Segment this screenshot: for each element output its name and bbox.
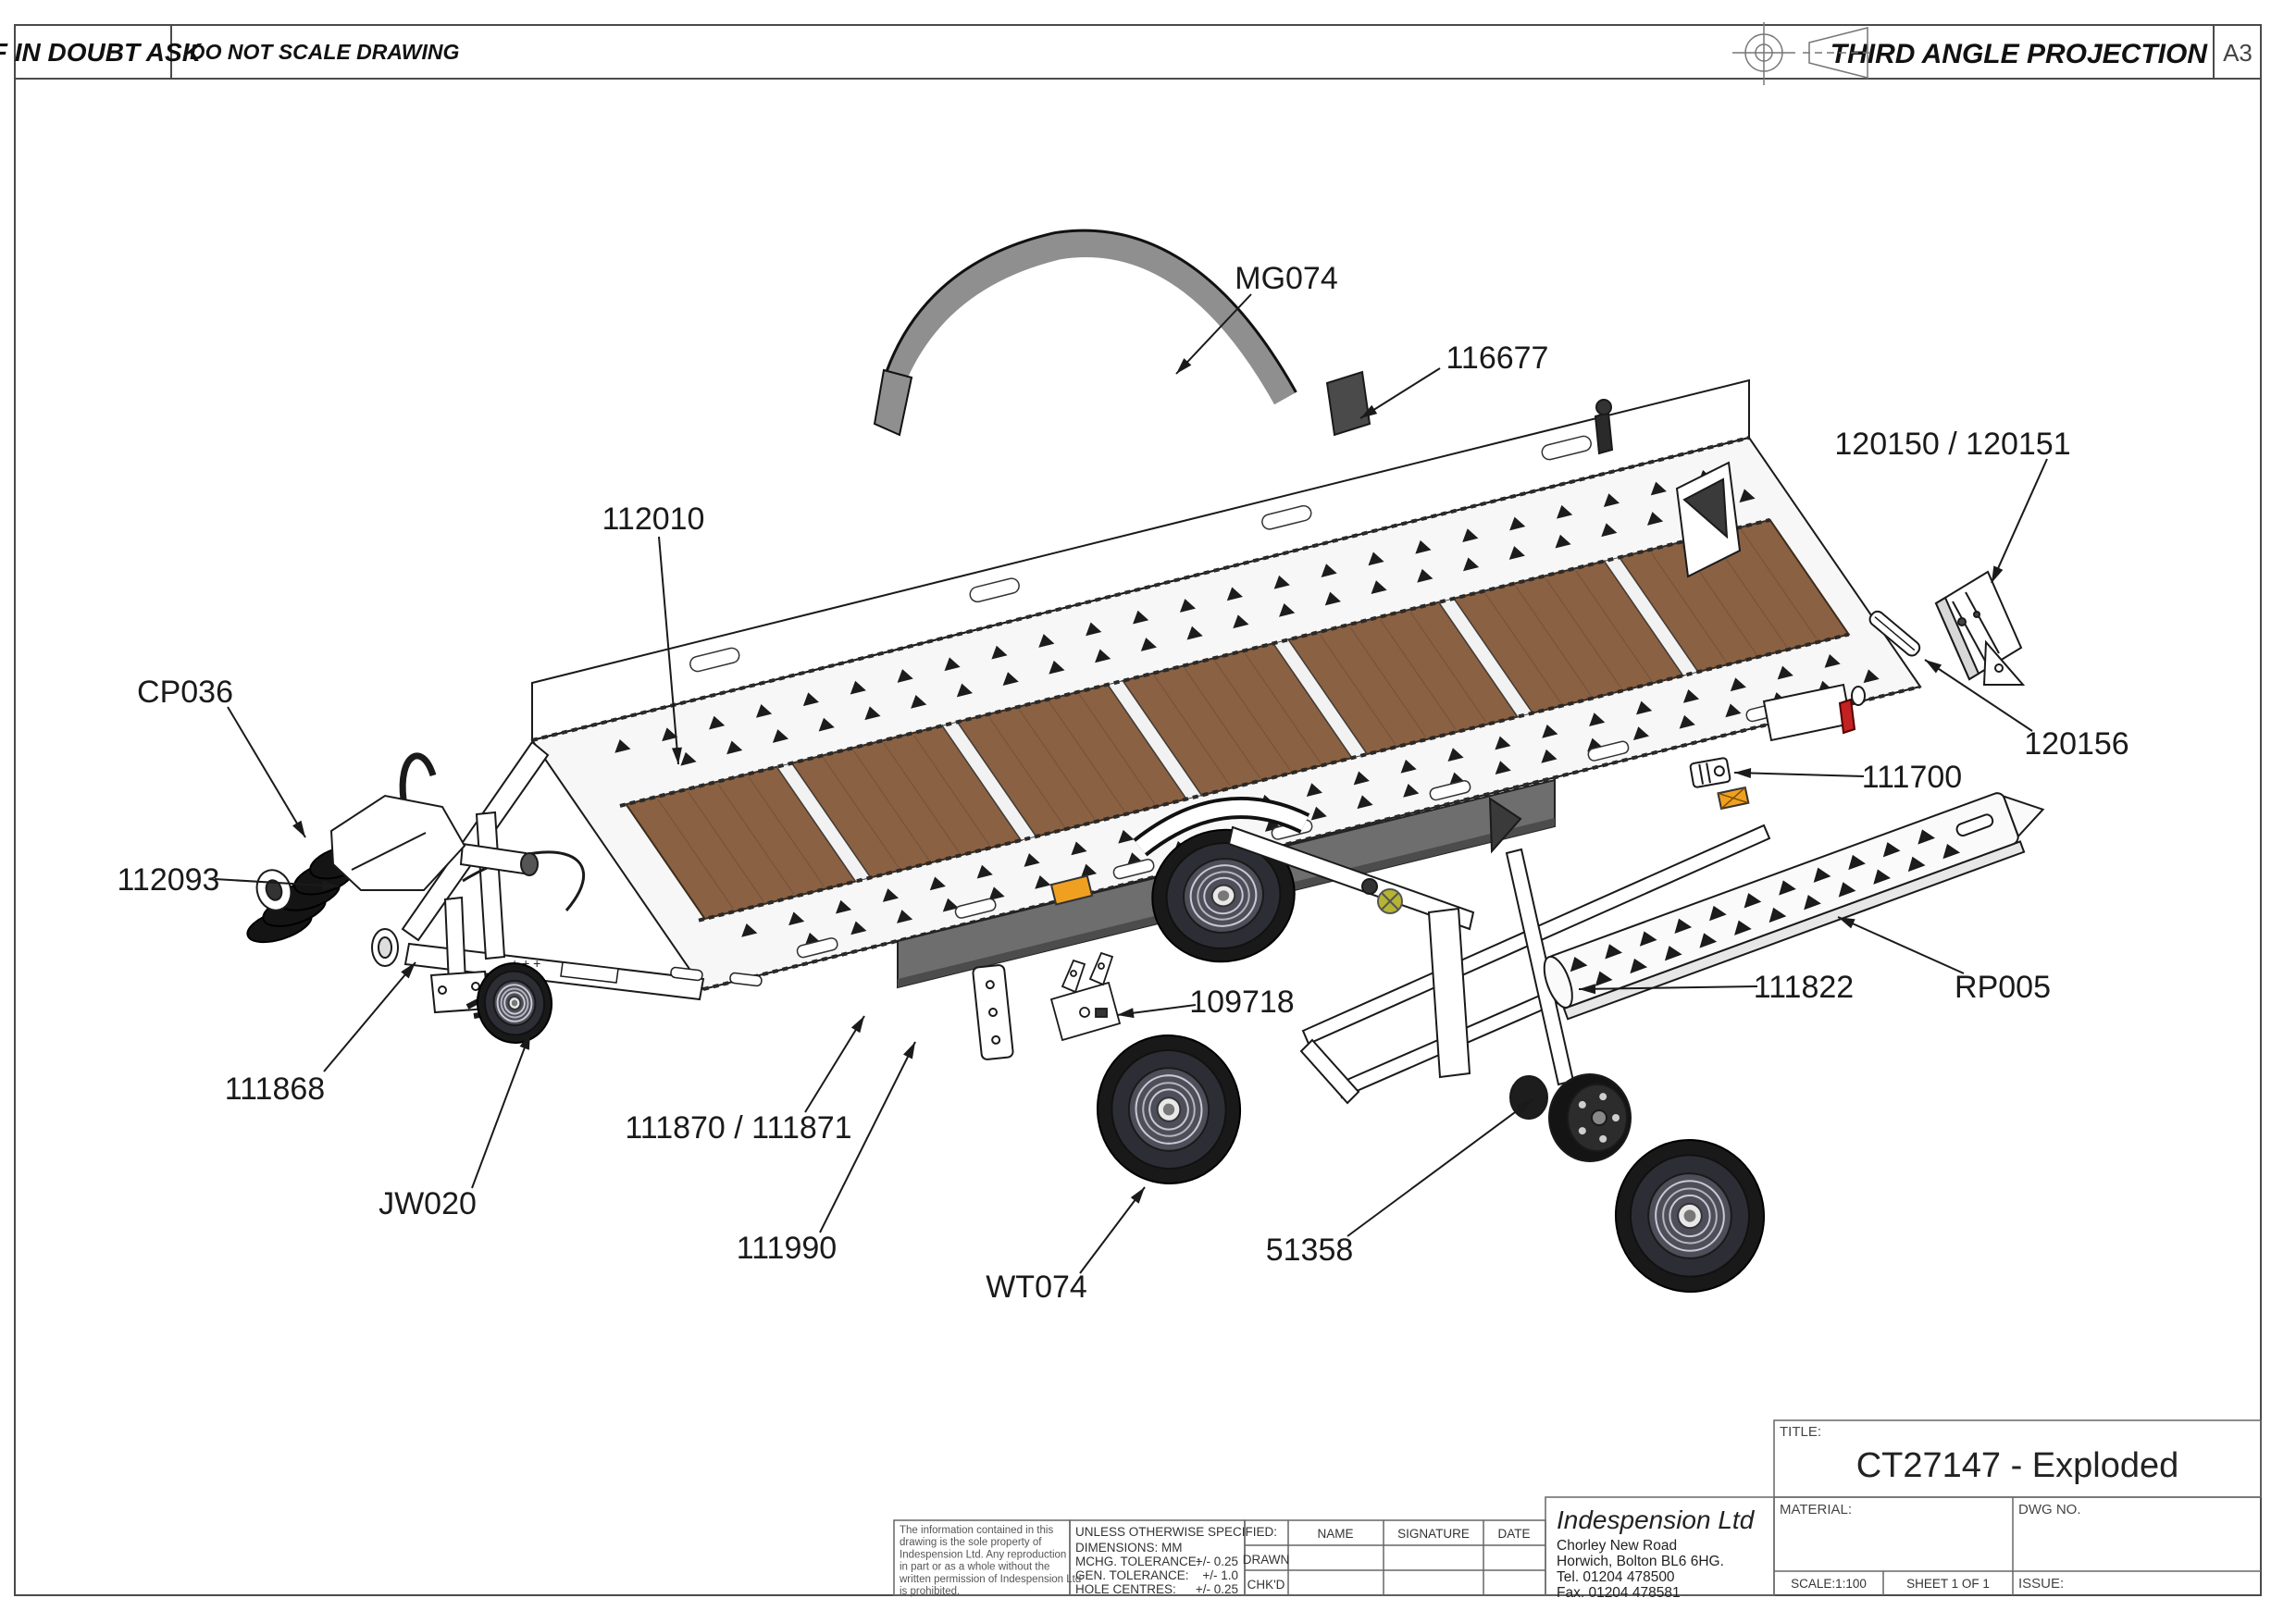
- part-label-51358: 51358: [1266, 1233, 1354, 1268]
- sheet-value: SHEET 1 OF 1: [1906, 1577, 1990, 1591]
- drawbar-frame: + + +: [371, 740, 763, 1001]
- coupling-assembly: [246, 752, 586, 944]
- clip-111700: [1689, 757, 1731, 788]
- jockey-wheel: [429, 896, 553, 1044]
- part-label-JW020: JW020: [379, 1186, 477, 1221]
- svg-text:UNLESS OTHERWISE SPECIFIED:: UNLESS OTHERWISE SPECIFIED:: [1075, 1525, 1277, 1539]
- svg-text:drawing is the sole property o: drawing is the sole property of: [900, 1537, 1042, 1548]
- do-not-scale-label: DO NOT SCALE DRAWING: [190, 40, 459, 64]
- svg-text:CHK'D: CHK'D: [1247, 1578, 1285, 1592]
- svg-text:Chorley New Road: Chorley New Road: [1557, 1538, 1677, 1554]
- part-label-111870: 111870 / 111871: [625, 1110, 851, 1146]
- svg-text:SIGNATURE: SIGNATURE: [1397, 1527, 1470, 1541]
- svg-text:HOLE CENTRES:: HOLE CENTRES:: [1075, 1582, 1176, 1596]
- svg-text:DATE: DATE: [1497, 1527, 1530, 1541]
- bracket-109718: [1049, 951, 1122, 1042]
- svg-text:+/- 0.25: +/- 0.25: [1196, 1582, 1238, 1596]
- title-label: TITLE:: [1780, 1424, 1821, 1440]
- hub-drum: [1509, 1073, 1632, 1162]
- lamp-bracket: [1934, 570, 2026, 686]
- trailer-assembly: + + +: [246, 229, 2045, 1293]
- svg-text:Tel. 01204 478500: Tel. 01204 478500: [1557, 1569, 1675, 1585]
- tube-120156: [1868, 610, 1921, 657]
- svg-text:GEN. TOLERANCE:: GEN. TOLERANCE:: [1075, 1568, 1189, 1582]
- svg-text:written permission of Indespen: written permission of Indespension Ltd: [899, 1574, 1081, 1585]
- svg-text:is prohibited.: is prohibited.: [900, 1586, 960, 1597]
- svg-text:Fax. 01204 478581: Fax. 01204 478581: [1557, 1585, 1681, 1601]
- paper-size-label: A3: [2223, 39, 2253, 67]
- part-label-111990: 111990: [737, 1231, 837, 1266]
- third-angle-symbol-icon: [1732, 22, 1875, 85]
- part-label-111868: 111868: [225, 1072, 325, 1107]
- plate-116677: [1325, 370, 1371, 437]
- plate-111870: [972, 964, 1014, 1060]
- scale-value: SCALE:1:100: [1791, 1577, 1867, 1591]
- axle-assembly: [1227, 825, 1475, 931]
- third-angle-projection-label: THIRD ANGLE PROJECTION: [1831, 39, 2209, 69]
- part-label-111822: 111822: [1754, 970, 1854, 1005]
- rear-corner-bracket: [1762, 683, 1866, 742]
- part-label-WT074: WT074: [986, 1270, 1087, 1305]
- title-block: TITLE: CT27147 - Exploded MATERIAL: DWG …: [893, 1419, 2262, 1601]
- svg-text:MCHG. TOLERANCE:: MCHG. TOLERANCE:: [1075, 1555, 1200, 1568]
- headboard-marker: [1594, 399, 1742, 578]
- svg-text:DIMENSIONS: MM: DIMENSIONS: MM: [1075, 1541, 1183, 1555]
- issue-label: ISSUE:: [2018, 1576, 2064, 1592]
- if-in-doubt-ask-label: IF IN DOUBT ASK: [0, 38, 203, 67]
- deck-decor: [531, 435, 1921, 991]
- dwg-no-label: DWG NO.: [2018, 1502, 2081, 1518]
- tolerance-table: UNLESS OTHERWISE SPECIFIED: DIMENSIONS: M…: [1075, 1525, 1277, 1596]
- svg-text:+/- 0.25: +/- 0.25: [1196, 1555, 1238, 1568]
- road-wheel: [1151, 828, 1296, 963]
- material-label: MATERIAL:: [1780, 1502, 1852, 1518]
- part-label-CP036: CP036: [137, 675, 233, 710]
- svg-text:in part or as a whole without: in part or as a whole without the: [900, 1562, 1049, 1573]
- rear-wheel: [1614, 1139, 1766, 1293]
- part-label-109718: 109718: [1189, 985, 1294, 1020]
- company-name: Indespension Ltd: [1557, 1505, 1756, 1534]
- part-label-120156: 120156: [2024, 726, 2128, 762]
- svg-text:The information contained in t: The information contained in this: [900, 1525, 1053, 1536]
- disclaimer-text: The information contained in thisdrawing…: [899, 1525, 1081, 1597]
- svg-text:DRAWN: DRAWN: [1243, 1553, 1290, 1567]
- svg-text:Indespension Ltd. Any reproduc: Indespension Ltd. Any reproduction: [900, 1549, 1066, 1560]
- spare-wheel: [1096, 1035, 1242, 1184]
- part-label-MG074: MG074: [1235, 261, 1338, 296]
- loading-ramp: [1543, 792, 2045, 1021]
- svg-text:Horwich, Bolton BL6 6HG.: Horwich, Bolton BL6 6HG.: [1557, 1554, 1724, 1569]
- part-label-112093: 112093: [118, 862, 220, 898]
- part-label-120150: 120150 / 120151: [1834, 427, 2070, 462]
- mudguard: [873, 229, 1297, 437]
- amber-reflector: [1717, 786, 1750, 811]
- drawing-title: CT27147 - Exploded: [1856, 1446, 2179, 1485]
- part-label-111700: 111700: [1862, 760, 1962, 795]
- signoff-table: NAME SIGNATURE DATE DRAWN CHK'D: [1243, 1527, 1531, 1592]
- part-label-116677: 116677: [1446, 341, 1549, 376]
- svg-text:+/- 1.0: +/- 1.0: [1202, 1568, 1238, 1582]
- part-label-RP005: RP005: [1955, 970, 2051, 1005]
- part-label-112010: 112010: [602, 502, 705, 537]
- svg-text:NAME: NAME: [1317, 1527, 1353, 1541]
